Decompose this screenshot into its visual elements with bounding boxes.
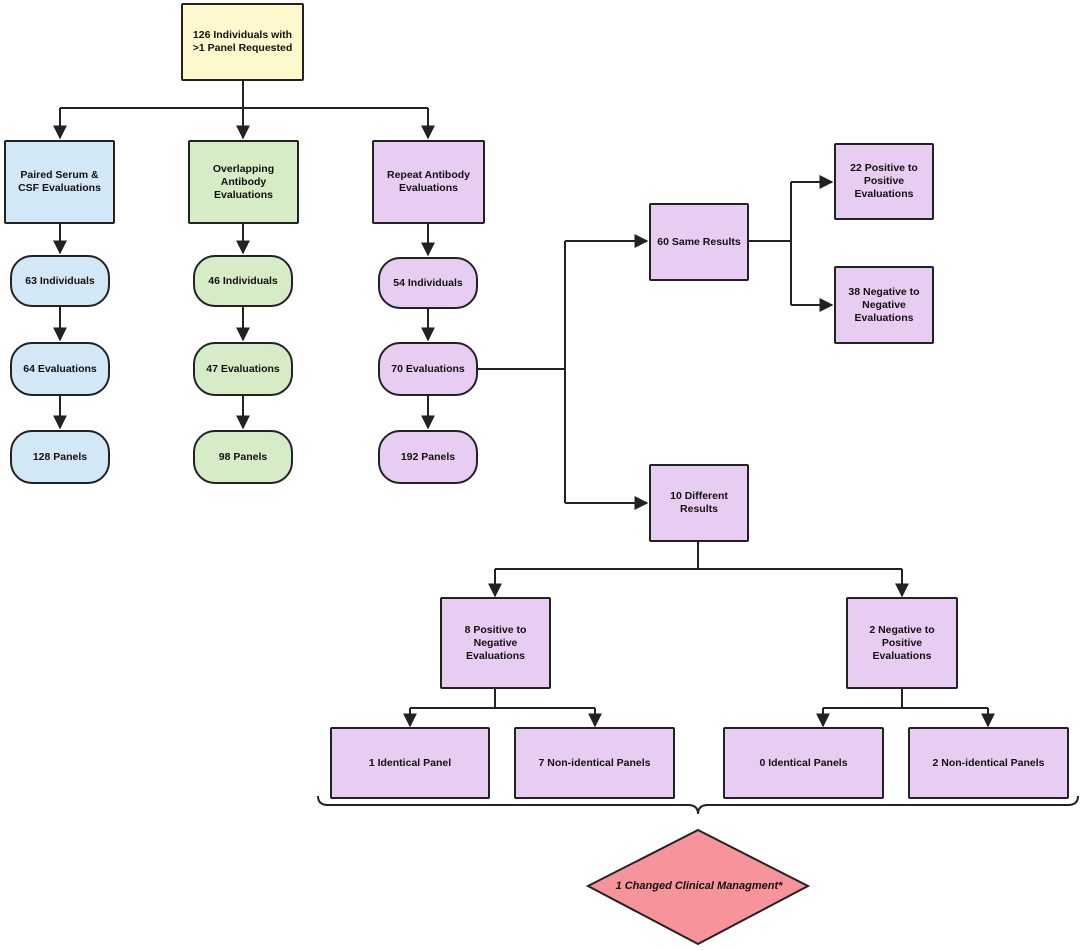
overlap-panels-node: 98 Panels [193,430,293,484]
same-results-node: 60 Same Results [649,203,749,281]
different-results-node: 10 Different Results [649,464,749,542]
changed-management-label: 1 Changed Clinical Managment* [615,880,783,892]
repeat-individuals-node: 54 Individuals [378,257,478,309]
nonidentical-2-node: 2 Non-identical Panels [908,727,1069,799]
repeat-antibody-node: Repeat Antibody Evaluations [372,140,485,224]
pos-to-neg-node: 8 Positive to Negative Evaluations [440,597,551,689]
overlap-evaluations-node: 47 Evaluations [193,342,293,396]
identical-1-node: 1 Identical Panel [330,727,490,799]
outcome-diamond-shape [585,828,811,946]
grouping-brace [317,795,1079,815]
neg-to-pos-node: 2 Negative to Positive Evaluations [846,597,958,689]
overlapping-antibody-node: Overlapping Antibody Evaluations [188,140,299,224]
repeat-panels-node: 192 Panels [378,430,478,484]
paired-evaluations-node: 64 Evaluations [10,342,110,396]
overlap-individuals-node: 46 Individuals [193,255,293,307]
pos-to-pos-node: 22 Positive to Positive Evaluations [834,143,934,220]
paired-serum-csf-node: Paired Serum & CSF Evaluations [4,140,115,224]
paired-panels-node: 128 Panels [10,430,110,484]
identical-0-node: 0 Identical Panels [723,727,884,799]
paired-individuals-node: 63 Individuals [10,255,110,307]
root-node: 126 Individuals with >1 Panel Requested [181,3,304,81]
neg-to-neg-node: 38 Negative to Negative Evaluations [834,266,934,344]
repeat-evaluations-node: 70 Evaluations [378,342,478,396]
nonidentical-7-node: 7 Non-identical Panels [514,727,675,799]
